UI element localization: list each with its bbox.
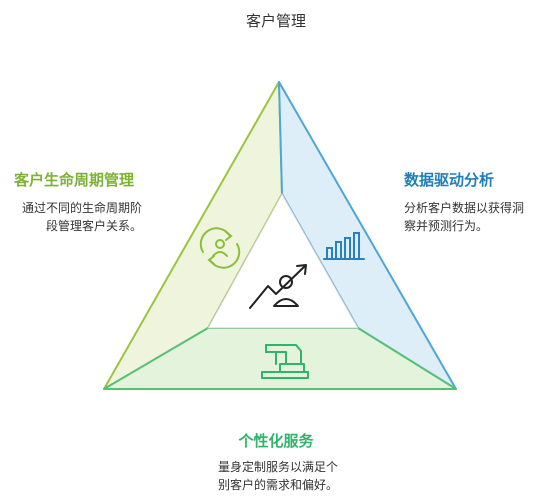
sewing-machine-icon (261, 344, 309, 379)
bottom-section-desc-line1: 量身定制服务以满足个 (218, 460, 339, 474)
right-section-desc-line1: 分析客户数据以获得洞 (404, 201, 525, 215)
right-section-heading: 数据驱动分析 (404, 171, 495, 189)
bottom-section-heading: 个性化服务 (238, 432, 314, 450)
left-section-desc-line2: 段管理客户关系。 (46, 219, 143, 233)
customer-cycle-icon (199, 227, 241, 269)
left-section-desc-line1: 通过不同的生命周期阶 (22, 201, 143, 215)
left-section-heading: 客户生命周期管理 (14, 171, 135, 189)
center-panel (207, 192, 359, 329)
person-growth-icon (249, 264, 307, 309)
bar-chart-icon (323, 232, 365, 260)
bottom-section-desc-line2: 别客户的需求和偏好。 (218, 478, 339, 492)
right-section-desc-line2: 察并预测行为。 (404, 219, 489, 233)
diagram-title: 客户管理 (245, 12, 306, 30)
